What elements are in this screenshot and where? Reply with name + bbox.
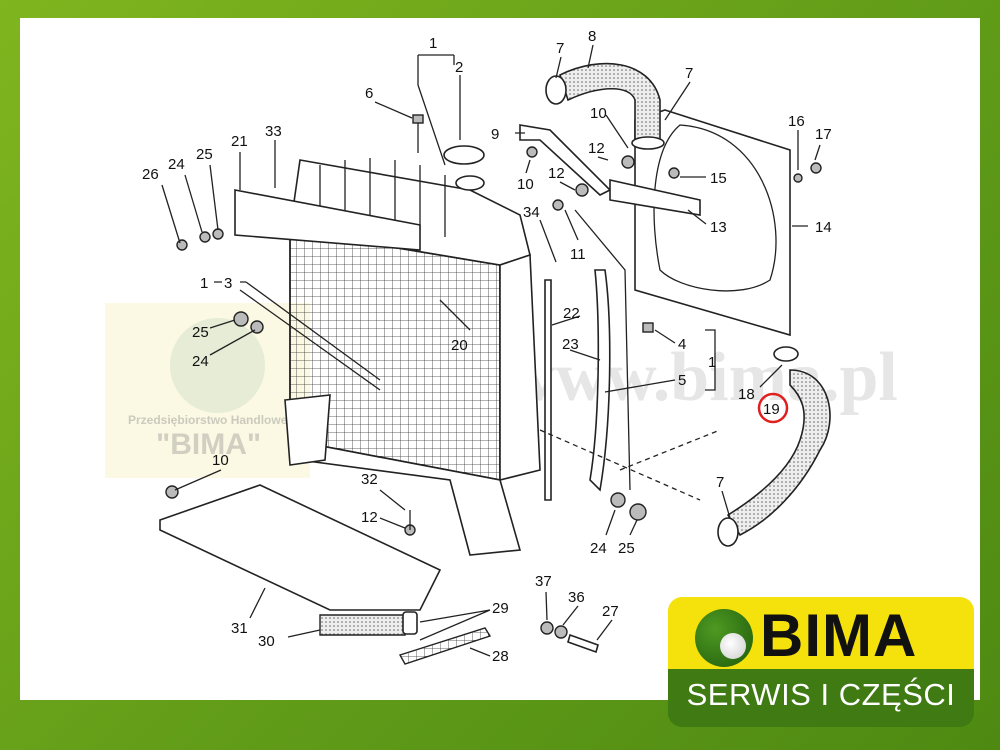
hose-23	[589, 269, 611, 492]
callout: 10	[517, 176, 534, 193]
leader-lines	[161, 44, 821, 657]
logo-name: BIMA	[760, 602, 918, 669]
watermark-url: www.bima.pl	[505, 339, 898, 416]
callout: 4	[678, 336, 686, 353]
callout: 24	[168, 156, 185, 173]
callout: 10	[590, 105, 607, 122]
callout: 9	[491, 126, 499, 143]
callout: 20	[451, 337, 468, 354]
callout: 16	[788, 113, 805, 130]
logo-tagline: SERWIS I CZĘŚCI	[686, 677, 956, 712]
callout: 34	[523, 204, 540, 221]
callout: 22	[563, 305, 580, 322]
callout: 3	[224, 275, 232, 292]
top-bracket	[234, 189, 421, 251]
callout: 2	[455, 59, 463, 76]
callout: 12	[361, 509, 378, 526]
callout: 30	[258, 633, 275, 650]
radiator-exploded-diagram: 1 2 6 7 8 7 9 10 12 10 12 16 17 15 13 14…	[142, 28, 832, 665]
callout: 21	[231, 133, 248, 150]
diagram-panel: Przedsiębiorstwo Handlowe "BIMA" www.bim…	[20, 18, 980, 700]
callout: 11	[570, 246, 586, 263]
rail-22	[544, 279, 552, 501]
callout: 12	[588, 140, 605, 157]
callout: 7	[685, 65, 693, 82]
bracket-9	[519, 124, 612, 196]
callout: 23	[562, 336, 579, 353]
callout: 1	[200, 275, 208, 292]
callout: 37	[535, 573, 552, 590]
callout-highlighted: 19	[763, 401, 780, 418]
bima-logo: BIMA SERWIS I CZĘŚCI	[668, 597, 974, 732]
callout: 13	[710, 219, 727, 236]
callout: 31	[231, 620, 248, 637]
callout: 24	[192, 353, 209, 370]
watermark-company-line: Przedsiębiorstwo Handlowe	[128, 413, 288, 427]
lower-hose	[726, 369, 831, 537]
callout: 29	[492, 600, 509, 617]
callout: 12	[548, 165, 565, 182]
callout: 15	[710, 170, 727, 187]
callout: 36	[568, 589, 585, 606]
callout: 24	[590, 540, 607, 557]
callout: 27	[602, 603, 619, 620]
rod-5	[574, 209, 631, 491]
bracket-13	[609, 179, 701, 216]
callout: 33	[265, 123, 282, 140]
callout: 18	[738, 386, 755, 403]
guard-plate	[159, 484, 442, 611]
foam-strip-30	[319, 614, 406, 636]
seal-28	[398, 627, 492, 665]
callout: 1	[429, 35, 437, 52]
callout: 26	[142, 166, 159, 183]
callout: 25	[196, 146, 213, 163]
callout: 28	[492, 648, 509, 665]
callout: 32	[361, 471, 378, 488]
callout: 5	[678, 372, 686, 389]
callout: 7	[716, 474, 724, 491]
callout: 14	[815, 219, 832, 236]
callout: 7	[556, 40, 564, 57]
callout: 25	[618, 540, 635, 557]
callout: 25	[192, 324, 209, 341]
upper-hose	[559, 62, 661, 141]
callout: 8	[588, 28, 596, 45]
callout: 1	[708, 354, 716, 371]
callout: 6	[365, 85, 373, 102]
callout-labels: 1 2 6 7 8 7 9 10 12 10 12 16 17 15 13 14…	[142, 28, 832, 665]
mount-29	[402, 611, 418, 635]
watermark-company-name: "BIMA"	[156, 428, 262, 461]
highlight-circle	[757, 392, 789, 424]
callout: 17	[815, 126, 832, 143]
radiator-core	[284, 145, 541, 556]
callout: 10	[212, 452, 229, 469]
